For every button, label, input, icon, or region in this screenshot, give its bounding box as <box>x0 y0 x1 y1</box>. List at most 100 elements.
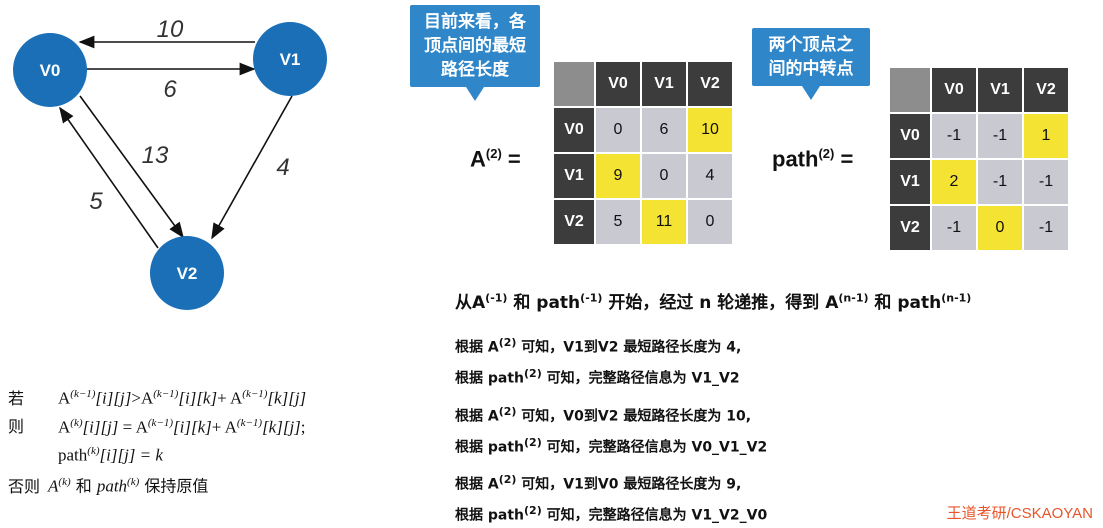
info-text: 可知，完整路径信息为 V1_V2_V0 <box>541 507 768 524</box>
formula-sup: (k) <box>87 445 100 458</box>
formula-sup: (k−1) <box>147 416 173 429</box>
info-block: 根据 A(2) 可知，V0到V2 最短路径长度为 10, 根据 path(2) … <box>455 399 767 460</box>
info-text: 可知，V1到V0 最短路径长度为 9, <box>516 476 742 493</box>
matrix-path-col-header: V2 <box>1022 66 1070 114</box>
formula-a: A <box>140 388 154 408</box>
node-v0-label: V0 <box>40 61 61 80</box>
matrix-a-label-sup: (2) <box>485 146 502 161</box>
info-line-path: 根据 path(2) 可知，完整路径信息为 V1_V2_V0 <box>455 498 767 528</box>
formula-sup: (k−1) <box>153 388 179 400</box>
callout-line: 顶点间的最短 <box>424 36 526 56</box>
matrix-path-row-header: V1 <box>888 158 932 206</box>
callout-shortest-length: 目前来看，各 顶点间的最短 路径长度 <box>410 5 540 101</box>
matrix-a-equals: = <box>507 146 521 172</box>
matrix-path-cell-highlight: 2 <box>930 158 978 206</box>
formula-sup: (k−1) <box>236 416 263 429</box>
matrix-path-label-sup: (2) <box>818 146 835 161</box>
matrix-a-row-header: V0 <box>552 106 596 154</box>
summary-sup: (n-1) <box>941 291 972 305</box>
info-block: 根据 A (2) 可知，V1到V2 最短路径长度为 4, 根据 path(2) 可… <box>455 330 741 391</box>
matrix-a-col-header: V2 <box>686 60 734 108</box>
matrix-a-cell: 0 <box>640 152 688 200</box>
info-line-length: 根据 A(2) 可知，V1到V0 最短路径长度为 9, <box>455 467 767 498</box>
node-v2 <box>150 236 224 310</box>
info-sup: (2) <box>498 473 517 486</box>
matrix-a-cell-highlight: 11 <box>640 198 688 246</box>
info-text: 可知，完整路径信息为 V0_V1_V2 <box>541 439 768 456</box>
matrix-a-cell: 6 <box>640 106 688 154</box>
matrix-a-cell-highlight: 10 <box>686 106 734 154</box>
matrix-a-label-base: A <box>470 146 486 172</box>
summary-text: 开始，经过 n 轮递推，得到 A <box>602 293 839 313</box>
matrix-a-table: V0 V1 V2 V0 0 6 10 V1 9 0 4 V2 5 11 0 <box>552 60 734 246</box>
matrix-path-cell: -1 <box>930 204 978 252</box>
formula-text: 和 <box>70 476 97 496</box>
matrix-path-cell: -1 <box>930 112 978 160</box>
matrix-path-cell: -1 <box>1022 204 1070 252</box>
formula-path: path <box>58 445 88 465</box>
matrix-path-equals: = <box>840 146 854 172</box>
formula-op: + <box>217 388 230 408</box>
formula-keyword-if: 若 <box>8 388 25 408</box>
info-text: 可知，完整路径信息为 V1_V2 <box>541 370 740 387</box>
formula-sup: (k−1) <box>242 388 268 400</box>
summary-line: 从A(-1) 和 path(-1) 开始，经过 n 轮递推，得到 A(n-1) … <box>455 288 971 313</box>
matrix-path-col-header: V0 <box>930 66 978 114</box>
formula-index: [k][j] <box>262 417 301 437</box>
formula-index: [i][j] <box>99 445 136 465</box>
formula-op: > <box>131 388 141 408</box>
callout-line: 间的中转点 <box>768 59 854 79</box>
edge-v0-v2 <box>79 95 184 239</box>
formula-index: [i][k] <box>178 388 218 408</box>
callout-intermediate-vertex: 两个顶点之 间的中转点 <box>752 28 870 100</box>
matrix-corner <box>552 60 596 108</box>
formula-a: A <box>224 417 237 437</box>
info-sup: (2) <box>524 435 542 449</box>
info-text: 根据 A <box>455 476 499 493</box>
formula-keyword-then: 则 <box>8 417 25 437</box>
matrix-a-row-header: V1 <box>552 152 596 200</box>
summary-sup: (n-1) <box>838 291 869 305</box>
info-text: 根据 A <box>455 408 499 425</box>
formula-op: = k <box>135 445 163 465</box>
info-sup: (2) <box>524 366 542 380</box>
node-v1-label: V1 <box>280 50 301 69</box>
matrix-a-cell: 4 <box>686 152 734 200</box>
formula-a: A <box>48 476 59 496</box>
callout-line: 两个顶点之 <box>768 35 854 55</box>
formula-path: path <box>96 476 128 496</box>
info-text: 根据 A <box>455 339 499 356</box>
summary-text: 从A <box>455 293 486 313</box>
info-text: 根据 path <box>455 370 525 387</box>
matrix-path-cell-highlight: 0 <box>976 204 1024 252</box>
matrix-a-cell: 5 <box>594 198 642 246</box>
matrix-a-cell: 0 <box>594 106 642 154</box>
node-v0 <box>13 33 87 107</box>
matrix-path-cell: -1 <box>976 112 1024 160</box>
edge-weight: 13 <box>142 142 169 169</box>
matrix-path-label: path(2) = <box>772 146 853 172</box>
info-line-path: 根据 path(2) 可知，完整路径信息为 V1_V2 <box>455 361 741 392</box>
matrix-path-row-header: V2 <box>888 204 932 252</box>
info-text: 可知，V1到V2 最短路径长度为 4, <box>516 339 742 356</box>
info-sup: (2) <box>524 503 542 517</box>
footer-brand: 王道考研/CSKAOYAN <box>946 505 1093 522</box>
info-text: 可知，V0到V2 最短路径长度为 10, <box>516 408 752 425</box>
formula-a: A <box>230 388 243 408</box>
edge-v2-v0 <box>59 106 159 249</box>
matrix-path-cell: -1 <box>976 158 1024 206</box>
callout-line: 目前来看，各 <box>424 12 526 32</box>
node-v2-label: V2 <box>177 264 198 283</box>
summary-text: 和 path <box>507 293 581 313</box>
formula-sup: (k−1) <box>70 388 96 400</box>
formula-index: [k][j] <box>267 388 307 408</box>
info-text: 根据 path <box>455 439 525 456</box>
matrix-a-col-header: V0 <box>594 60 642 108</box>
info-text: 根据 path <box>455 507 525 524</box>
matrix-a-cell: 0 <box>686 198 734 246</box>
formula-index: [i][j] <box>82 417 119 437</box>
